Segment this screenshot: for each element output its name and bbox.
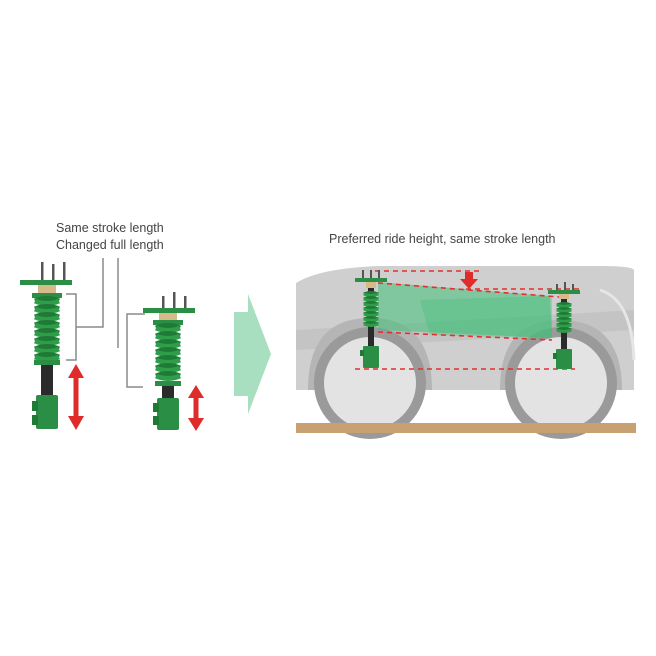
caption-same-stroke: Same stroke length	[56, 221, 164, 235]
lowered-body-band	[378, 282, 552, 338]
right-caption: Preferred ride height, same stroke lengt…	[329, 232, 556, 246]
front-coilover-icon	[355, 270, 387, 368]
callout-lines	[66, 258, 145, 388]
rear-coilover-icon	[548, 282, 580, 369]
caption-changed-length: Changed full length	[56, 238, 164, 252]
front-wheel	[314, 327, 426, 439]
right-arrow-icon	[234, 294, 271, 414]
short-coilover-icon	[143, 292, 195, 430]
rear-wheel	[505, 327, 617, 439]
double-headed-arrow-icon	[68, 364, 84, 430]
ride-height-guides	[355, 270, 580, 370]
tall-coilover-icon	[20, 262, 72, 429]
down-arrow-icon	[460, 272, 478, 289]
ground	[296, 423, 636, 433]
left-caption: Same stroke length Changed full length	[56, 220, 164, 254]
double-headed-arrow-icon	[188, 385, 204, 431]
